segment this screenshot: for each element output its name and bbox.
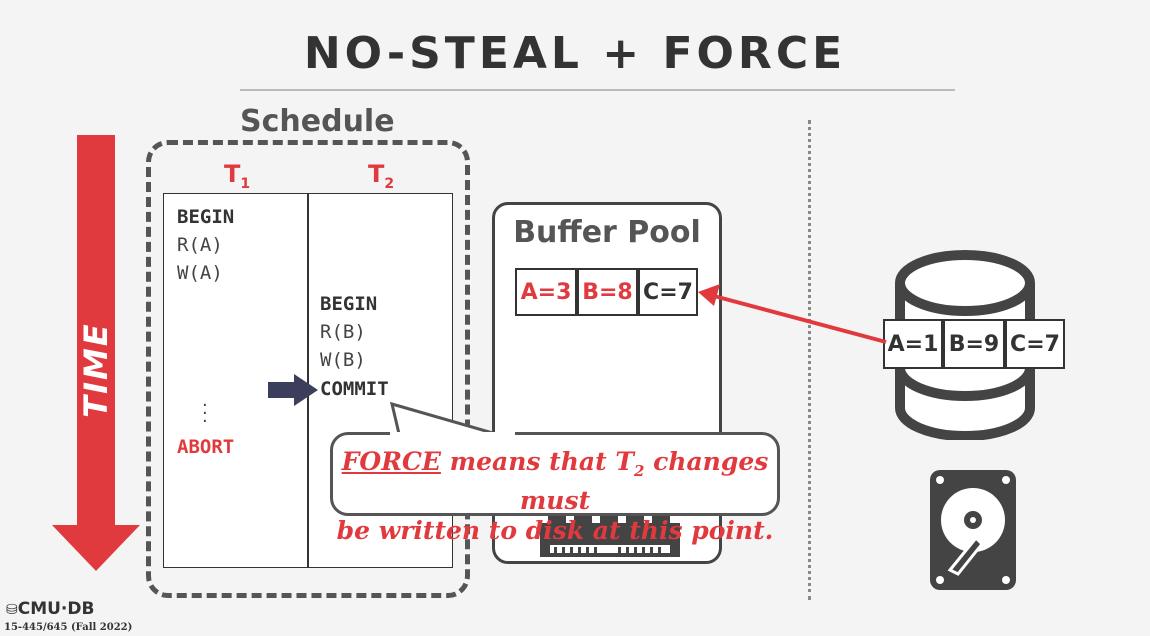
t2-sub: 2 [384, 175, 395, 192]
callout-pointer-mask [390, 432, 515, 440]
buffer-cell-c: C=7 [638, 268, 698, 316]
load-arrow-icon [698, 284, 887, 344]
disk-cell-a: A=1 [883, 319, 943, 369]
callout-box [330, 432, 780, 516]
time-label: TIME [77, 322, 115, 418]
t1-sub: 1 [240, 175, 251, 192]
t2-read-b: R(B) [320, 321, 366, 343]
t1-header: T1 [224, 160, 250, 192]
t2-name: T [368, 160, 385, 188]
t1-abort: ABORT [177, 436, 235, 458]
t2-begin: BEGIN [320, 293, 378, 315]
buffer-pool-label: Buffer Pool [513, 215, 701, 250]
buffer-cell-b: B=8 [577, 268, 638, 316]
hard-drive-icon [930, 470, 1016, 590]
schedule-label: Schedule [240, 104, 395, 139]
t1-read-a: R(A) [177, 234, 223, 256]
t2-write-b: W(B) [320, 349, 366, 371]
column-divider [307, 193, 309, 568]
t2-commit: COMMIT [320, 378, 389, 400]
t1-begin: BEGIN [177, 206, 235, 228]
t1-name: T [224, 160, 241, 188]
callout-line2: be written to disk at this point. [336, 516, 774, 545]
logo-text: CMU·DB [17, 599, 95, 619]
database-small-icon: ⛁ [6, 602, 18, 618]
buffer-cell-a: A=3 [515, 268, 577, 316]
cmu-db-logo: ⛁CMU·DB [6, 599, 94, 619]
callout-line1-rest: means that T [440, 447, 634, 476]
t1-write-a: W(A) [177, 262, 223, 284]
schedule-frame [146, 140, 470, 598]
ellipsis-icon: ··· [202, 395, 208, 432]
disk-cell-c: C=7 [1005, 319, 1065, 369]
callout-line1-end: changes must [519, 447, 769, 515]
disk-cell-b: B=9 [943, 319, 1005, 369]
callout-text: FORCE means that T2 changes must be writ… [330, 447, 780, 546]
memory-chip-icon [540, 515, 680, 557]
force-term: FORCE [341, 447, 441, 476]
time-arrow-icon [52, 135, 140, 571]
course-label: 15-445/645 (Fall 2022) [4, 622, 133, 633]
time-label-wrap: TIME [66, 322, 126, 417]
memory-disk-divider [808, 120, 811, 600]
title-divider [240, 89, 955, 91]
callout-sub: 2 [633, 462, 645, 480]
callout-pointer [389, 401, 511, 438]
slide-title: NO-STEAL + FORCE [303, 28, 847, 79]
t2-header: T2 [368, 160, 394, 192]
current-step-arrow-icon [268, 374, 318, 406]
